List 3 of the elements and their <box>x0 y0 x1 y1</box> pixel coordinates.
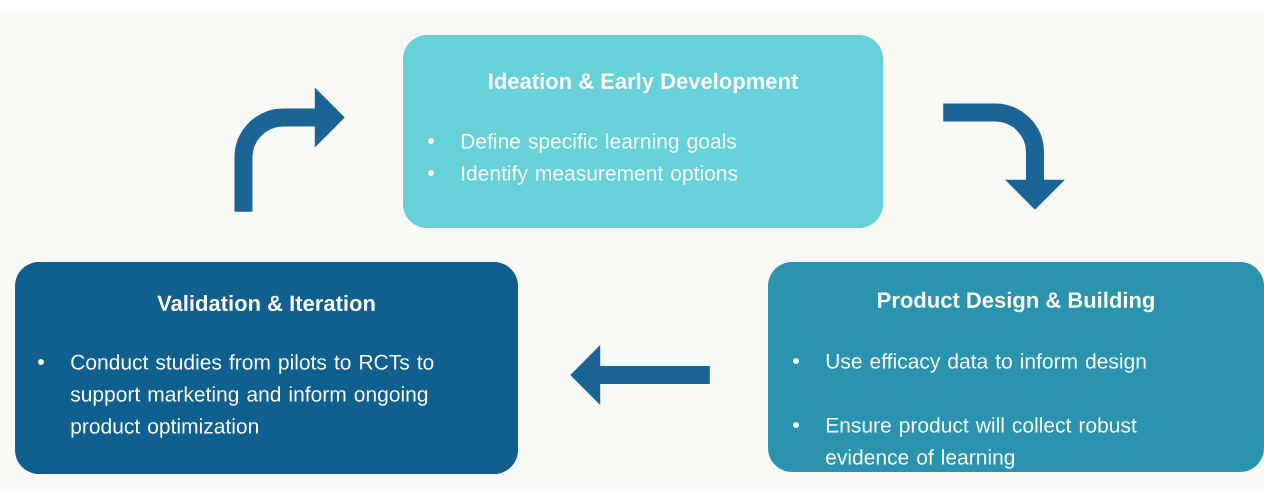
process-box: Validation & Iteration Conduct studies from pilots to RCTs to support marketing and inform ongoing product optimization <box>15 262 518 474</box>
process-box: Product Design & Building Use efficacy data to inform design Ensure product will collect robust evidence of learning <box>768 262 1264 472</box>
process-box: Ideation & Early Development Define specific learning goals Identify measurement options <box>403 35 883 228</box>
